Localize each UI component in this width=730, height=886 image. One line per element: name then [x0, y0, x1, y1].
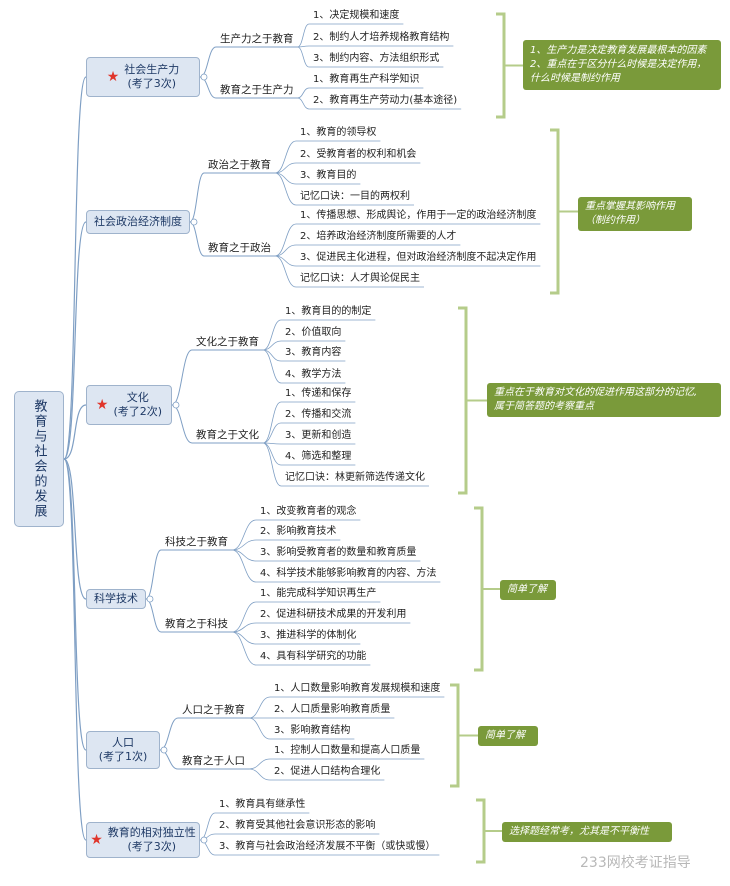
summary-note[interactable]: 选择题经常考，尤其是不平衡性 — [502, 822, 672, 842]
subtopic[interactable]: 科技之于教育 — [165, 536, 228, 548]
summary-text: 简单了解 — [507, 583, 547, 597]
leaf-item[interactable]: 2、影响教育技术 — [260, 526, 337, 537]
summary-text: 1、生产力是决定教育发展最根本的因素 2、重点在于区分什么时候是决定作用， 什么时候… — [530, 44, 706, 86]
leaf-item[interactable]: 记忆口诀：林更新筛选传递文化 — [285, 472, 425, 483]
topic-label-wrap: 文化(考了2次) — [113, 391, 162, 419]
subtopic[interactable]: 教育之于科技 — [165, 618, 228, 630]
summary-text: 选择题经常考，尤其是不平衡性 — [509, 825, 649, 839]
summary-line: 属于简答题的考察重点 — [494, 401, 594, 412]
topic-exam-count: (考了1次) — [98, 750, 148, 763]
leaf-item[interactable]: 2、制约人才培养规格教育结构 — [313, 32, 450, 43]
subtopic[interactable]: 人口之于教育 — [182, 704, 245, 716]
leaf-item[interactable]: 1、传播思想、形成舆论，作用于一定的政治经济制度 — [300, 210, 537, 221]
leaf-item[interactable]: 1、教育的领导权 — [300, 127, 377, 138]
summary-text: 重点在于教育对文化的促进作用这部分的记忆, 属于简答题的考察重点 — [494, 386, 697, 414]
leaf-item[interactable]: 2、教育再生产劳动力(基本途径) — [313, 95, 458, 106]
summary-line: 选择题经常考，尤其是不平衡性 — [509, 826, 649, 837]
topic-title: 社会生产力 — [124, 63, 180, 76]
summary-line: 2、重点在于区分什么时候是决定作用， — [530, 59, 707, 70]
topic-2[interactable]: ★文化(考了2次) — [86, 385, 172, 425]
star-icon: ★ — [95, 397, 109, 413]
leaf-item[interactable]: 3、影响教育结构 — [274, 725, 351, 736]
leaf-item[interactable]: 2、价值取向 — [285, 327, 342, 338]
leaf-item[interactable]: 1、人口数量影响教育发展规模和速度 — [274, 683, 441, 694]
summary-note[interactable]: 重点在于教育对文化的促进作用这部分的记忆, 属于简答题的考察重点 — [487, 383, 721, 417]
summary-note[interactable]: 重点掌握其影响作用 （制约作用） — [578, 197, 692, 231]
summary-text: 重点掌握其影响作用 （制约作用） — [585, 200, 675, 228]
topic-0[interactable]: ★社会生产力(考了3次) — [86, 57, 200, 97]
leaf-item[interactable]: 3、教育目的 — [300, 170, 357, 181]
subtopic[interactable]: 教育之于人口 — [182, 755, 245, 767]
leaf-item[interactable]: 4、科学技术能够影响教育的内容、方法 — [260, 568, 437, 579]
leaf-item[interactable]: 1、决定规模和速度 — [313, 10, 400, 21]
summary-note[interactable]: 1、生产力是决定教育发展最根本的因素 2、重点在于区分什么时候是决定作用， 什么时候… — [523, 40, 721, 90]
topic-exam-count: (考了3次) — [127, 840, 177, 853]
leaf-item[interactable]: 2、传播和交流 — [285, 409, 352, 420]
summary-note[interactable]: 简单了解 — [478, 726, 538, 746]
leaf-item[interactable]: 2、培养政治经济制度所需要的人才 — [300, 231, 457, 242]
topic-title: 社会政治经济制度 — [94, 215, 182, 228]
summary-line: 简单了解 — [507, 584, 547, 595]
summary-line: （制约作用） — [585, 215, 645, 226]
topic-label-wrap: 科学技术 — [94, 592, 138, 606]
topic-exam-count: (考了3次) — [127, 77, 177, 90]
topic-label-wrap: 社会政治经济制度 — [94, 215, 182, 229]
leaf-item[interactable]: 记忆口诀：一目的两权利 — [300, 191, 410, 202]
leaf-item[interactable]: 1、传递和保存 — [285, 388, 352, 399]
subtopic[interactable]: 教育之于文化 — [196, 429, 259, 441]
topic-label-wrap: 社会生产力(考了3次) — [124, 63, 179, 91]
root-topic[interactable]: 教育与社会的发展 — [14, 391, 64, 527]
topic-title: 科学技术 — [94, 592, 138, 605]
topic-label-wrap: 教育的相对独立性(考了3次) — [108, 826, 196, 854]
leaf-item[interactable]: 4、具有科学研究的功能 — [260, 651, 367, 662]
topic-label-wrap: 人口(考了1次) — [99, 736, 148, 764]
star-icon: ★ — [106, 69, 120, 85]
leaf-item[interactable]: 1、改变教育者的观念 — [260, 506, 357, 517]
leaf-item[interactable]: 2、人口质量影响教育质量 — [274, 704, 391, 715]
topic-title: 人口 — [112, 736, 134, 749]
leaf-item[interactable]: 3、教育与社会政治经济发展不平衡（或快或慢） — [219, 841, 436, 852]
subtopic[interactable]: 生产力之于教育 — [220, 33, 294, 45]
summary-text: 简单了解 — [485, 729, 525, 743]
leaf-item[interactable]: 1、控制人口数量和提高人口质量 — [274, 745, 421, 756]
leaf-item[interactable]: 3、促进民主化进程，但对政治经济制度不起决定作用 — [300, 252, 537, 263]
leaf-item[interactable]: 4、教学方法 — [285, 369, 342, 380]
subtopic[interactable]: 教育之于生产力 — [220, 84, 294, 96]
topic-title: 文化 — [126, 391, 149, 404]
topic-3[interactable]: 科学技术 — [86, 589, 146, 609]
leaf-item[interactable]: 3、教育内容 — [285, 347, 342, 358]
summary-line: 简单了解 — [485, 730, 525, 741]
star-icon: ★ — [90, 832, 103, 848]
topic-5[interactable]: ★ 教育的相对独立性(考了3次) — [86, 822, 200, 858]
leaf-item[interactable]: 2、受教育者的权利和机会 — [300, 149, 417, 160]
leaf-item[interactable]: 2、教育受其他社会意识形态的影响 — [219, 820, 376, 831]
summary-note[interactable]: 简单了解 — [500, 580, 556, 600]
summary-line: 什么时候是制约作用 — [530, 73, 620, 84]
leaf-item[interactable]: 3、推进科学的体制化 — [260, 630, 357, 641]
leaf-item[interactable]: 记忆口诀：人才舆论促民主 — [300, 273, 420, 284]
topic-exam-count: (考了2次) — [113, 405, 163, 418]
leaf-item[interactable]: 3、制约内容、方法组织形式 — [313, 53, 440, 64]
leaf-item[interactable]: 1、教育再生产科学知识 — [313, 74, 420, 85]
leaf-item[interactable]: 1、教育具有继承性 — [219, 799, 306, 810]
summary-line: 1、生产力是决定教育发展最根本的因素 — [530, 45, 707, 56]
leaf-item[interactable]: 2、促进科研技术成果的开发利用 — [260, 609, 407, 620]
topic-4[interactable]: 人口(考了1次) — [86, 731, 160, 769]
watermark: 233网校考证指导 — [580, 855, 691, 871]
leaf-item[interactable]: 3、更新和创造 — [285, 430, 352, 441]
summary-line: 重点在于教育对文化的促进作用这部分的记忆, — [494, 387, 698, 398]
leaf-item[interactable]: 2、促进人口结构合理化 — [274, 766, 381, 777]
topic-title: 教育的相对独立性 — [107, 826, 196, 839]
summary-line: 重点掌握其影响作用 — [585, 201, 675, 212]
topic-1[interactable]: 社会政治经济制度 — [86, 210, 190, 234]
subtopic[interactable]: 教育之于政治 — [208, 242, 271, 254]
leaf-item[interactable]: 3、影响受教育者的数量和教育质量 — [260, 547, 417, 558]
leaf-item[interactable]: 1、教育目的的制定 — [285, 306, 372, 317]
leaf-item[interactable]: 1、能完成科学知识再生产 — [260, 588, 377, 599]
subtopic[interactable]: 政治之于教育 — [208, 159, 271, 171]
subtopic[interactable]: 文化之于教育 — [196, 336, 259, 348]
leaf-item[interactable]: 4、筛选和整理 — [285, 451, 352, 462]
